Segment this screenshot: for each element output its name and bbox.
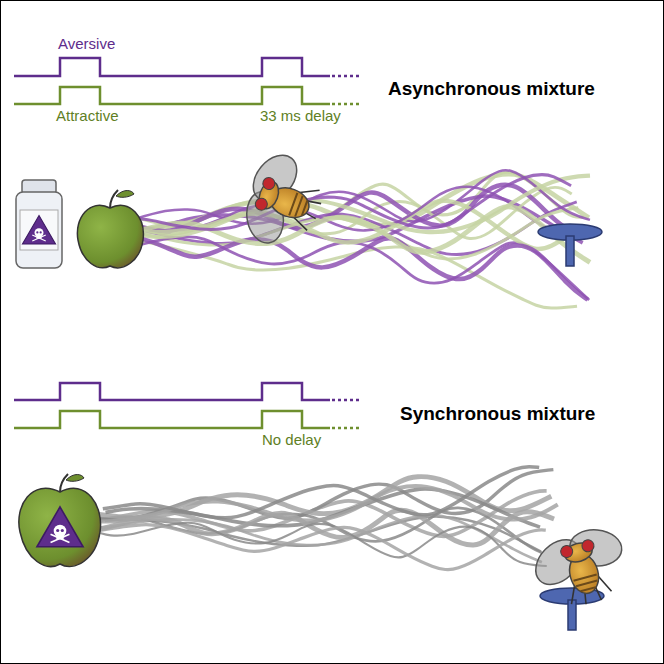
pulse-traces-async (14, 58, 362, 104)
poisoned-apple (19, 474, 101, 566)
plume-ribbon (86, 486, 558, 521)
pulse-traces-sync (14, 383, 362, 428)
plume-ribbon (95, 525, 546, 570)
plume-ribbon (109, 236, 588, 300)
plume-ribbon (99, 515, 542, 562)
perch (540, 588, 604, 630)
fly (520, 515, 639, 617)
perch (538, 224, 602, 266)
apple (77, 190, 143, 268)
delay-label: 33 ms delay (260, 108, 341, 125)
poison-bottle (16, 180, 62, 268)
plume-ribbon (128, 175, 571, 230)
odor-plume-async (108, 170, 590, 308)
plume-ribbon (103, 467, 539, 518)
trace-label: Aversive (58, 36, 115, 53)
trace-label: Attractive (56, 108, 119, 125)
delay-label: No delay (262, 432, 321, 449)
odor-plume-sync (86, 467, 558, 570)
condition-title: Synchronous mixture (400, 404, 595, 425)
condition-title: Asynchronous mixture (388, 79, 595, 100)
fly (226, 141, 334, 264)
plume-ribbon (109, 207, 590, 263)
